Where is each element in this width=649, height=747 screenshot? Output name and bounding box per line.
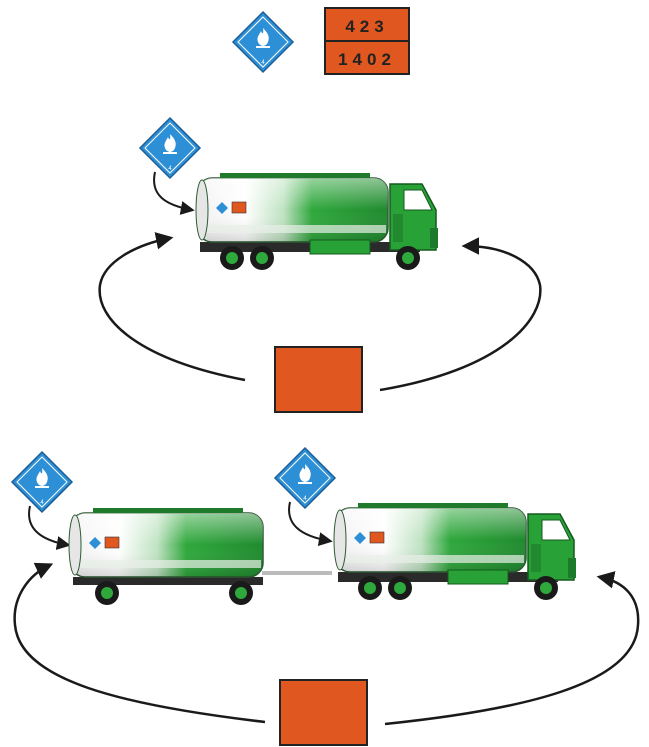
vehicle-truck-and-trailer [12, 448, 638, 745]
hazard-placard-trailer [12, 452, 72, 512]
tank-trailer [69, 508, 263, 605]
orange-plate-blank-2 [280, 680, 367, 745]
vehicle-tank-truck [100, 118, 541, 412]
circulation-arrow-right-2 [385, 577, 638, 724]
circulation-arrow-left-2 [15, 565, 265, 722]
un-number: 1402 [338, 50, 396, 69]
placard-pointer-arrow-truck [289, 502, 330, 541]
tank-truck-2 [334, 503, 576, 600]
hazard-placard-legend [233, 12, 293, 72]
placard-pointer-arrow [154, 172, 192, 210]
tank-truck [196, 173, 438, 270]
drawbar [262, 571, 332, 575]
hazard-placard-truck-2 [275, 448, 335, 508]
hazard-placard-truck [140, 118, 200, 178]
orange-plate-blank [275, 347, 362, 412]
placard-pointer-arrow-trailer [29, 506, 68, 545]
orange-plate-legend: 423 1402 [325, 8, 409, 74]
hazard-number: 423 [345, 17, 388, 36]
